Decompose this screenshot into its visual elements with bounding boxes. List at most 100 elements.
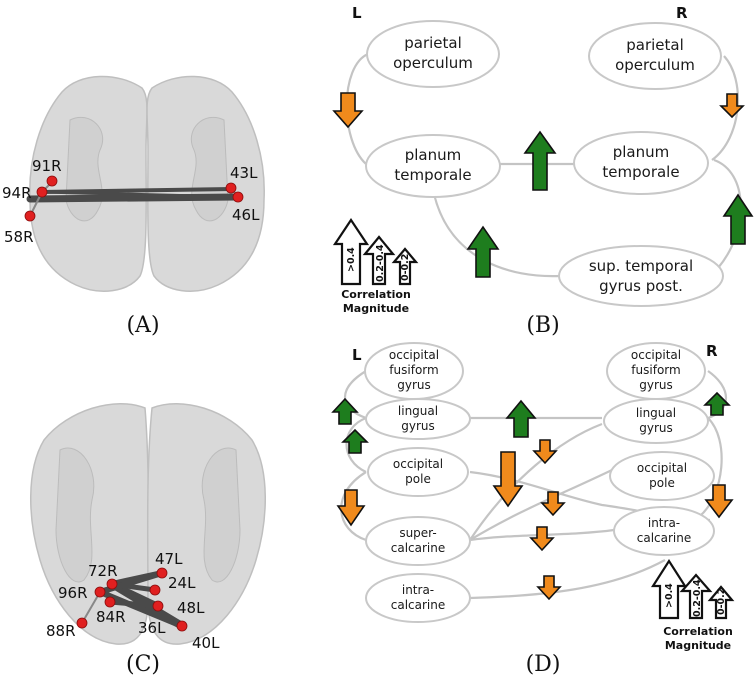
roi-label-40l: 40L bbox=[192, 634, 220, 652]
positive-arrow-large bbox=[466, 225, 500, 278]
legend-value-large: >0.4 bbox=[346, 247, 357, 272]
roi-node bbox=[152, 600, 164, 612]
legend-title-line: Magnitude bbox=[665, 639, 731, 652]
node-label-line: temporale bbox=[394, 166, 471, 184]
panel-b-right-side-label: R bbox=[676, 4, 688, 22]
panel-d-arrows bbox=[331, 391, 734, 601]
roi-label-46l: 46L bbox=[232, 206, 260, 224]
node-label-line: sup. temporal bbox=[589, 257, 693, 275]
roi-label-84r: 84R bbox=[96, 608, 126, 626]
node-label-line: calcarine bbox=[391, 541, 446, 555]
node-label-line: occipital bbox=[389, 348, 439, 362]
roi-node bbox=[94, 586, 106, 598]
node-label-line: fusiform bbox=[389, 363, 438, 377]
roi-label-24l: 24L bbox=[168, 574, 196, 592]
node-right-planum-temporale bbox=[573, 131, 709, 195]
panel-d-legend: >0.4 0.2-0.4 0-0.2 Correlation Magnitude bbox=[650, 558, 735, 652]
node-label-line: operculum bbox=[615, 56, 695, 74]
panel-b-nodes: parietal operculum parietal operculum pl… bbox=[365, 20, 724, 307]
negative-arrow-small bbox=[719, 93, 745, 119]
node-label-line: operculum bbox=[393, 54, 473, 72]
node-label-line: pole bbox=[405, 472, 431, 486]
roi-node bbox=[36, 186, 48, 198]
legend-value-medium: 0.2-0.4 bbox=[692, 579, 703, 617]
negative-arrow-medium bbox=[704, 484, 734, 519]
panel-d-nodes: occipital fusiform gyrus lingual gyrus o… bbox=[364, 342, 715, 623]
roi-label-48l: 48L bbox=[177, 599, 205, 617]
roi-label-58r: 58R bbox=[4, 228, 34, 246]
panel-d-right-side-label: R bbox=[706, 342, 718, 360]
legend-arrow-small bbox=[707, 585, 735, 620]
positive-arrow-large bbox=[523, 130, 557, 191]
node-label-line: calcarine bbox=[637, 531, 692, 545]
node-left-supercalcarine bbox=[365, 516, 471, 566]
negative-arrow-small bbox=[536, 575, 562, 601]
node-right-parietal-operculum bbox=[588, 22, 722, 90]
node-label-line: gyrus bbox=[639, 378, 673, 392]
legend-title-line: Magnitude bbox=[343, 302, 409, 315]
panel-b-label: (B) bbox=[526, 313, 559, 338]
roi-node bbox=[225, 182, 237, 194]
roi-node bbox=[24, 210, 36, 222]
negative-arrow-small bbox=[529, 526, 555, 552]
node-label-line: parietal bbox=[404, 34, 462, 52]
positive-arrow-small bbox=[703, 391, 731, 416]
node-label-line: occipital bbox=[637, 461, 687, 475]
legend-arrow-small bbox=[391, 247, 419, 286]
roi-node bbox=[76, 617, 88, 629]
node-left-occipital-pole bbox=[367, 447, 469, 497]
panel-a-brain-render bbox=[24, 75, 265, 292]
node-label-line: planum bbox=[613, 143, 670, 161]
node-label-line: gyrus bbox=[401, 419, 435, 433]
roi-label-94r: 94R bbox=[2, 184, 32, 202]
roi-node bbox=[156, 567, 168, 579]
panel-d-left-side-label: L bbox=[352, 346, 362, 364]
node-left-intracalcarine bbox=[365, 573, 471, 623]
legend-value-large: >0.4 bbox=[664, 583, 675, 608]
positive-arrow-large bbox=[722, 193, 754, 245]
node-label-line: gyrus bbox=[639, 421, 673, 435]
panel-c-label: (C) bbox=[126, 652, 160, 677]
legend-value-small: 0-0.2 bbox=[716, 588, 727, 615]
node-label-line: calcarine bbox=[391, 598, 446, 612]
legend-arrow-medium bbox=[362, 235, 396, 286]
legend-value-small: 0-0.2 bbox=[400, 254, 411, 281]
roi-node bbox=[46, 175, 58, 187]
roi-node bbox=[232, 191, 244, 203]
negative-arrow-small bbox=[532, 439, 558, 465]
node-label-line: gyrus bbox=[397, 378, 431, 392]
panel-b-left-side-label: L bbox=[352, 4, 362, 22]
positive-arrow-small bbox=[341, 428, 369, 454]
roi-label-72r: 72R bbox=[88, 562, 118, 580]
node-label-line: occipital bbox=[631, 348, 681, 362]
node-right-occipital-pole bbox=[609, 451, 715, 501]
node-label-line: gyrus post. bbox=[599, 277, 683, 295]
roi-label-47l: 47L bbox=[155, 550, 183, 568]
roi-label-43l: 43L bbox=[230, 164, 258, 182]
node-sup-temporal-gyrus-post bbox=[558, 245, 724, 307]
legend-title-line: Correlation bbox=[663, 625, 733, 638]
node-left-parietal-operculum bbox=[366, 20, 500, 88]
panel-c-brain-render bbox=[30, 403, 266, 645]
negative-arrow-small bbox=[540, 491, 566, 517]
node-label-line: temporale bbox=[602, 163, 679, 181]
node-label-line: pole bbox=[649, 476, 675, 490]
node-label-line: super- bbox=[399, 526, 436, 540]
roi-node bbox=[104, 596, 116, 608]
node-label-line: lingual bbox=[398, 404, 438, 418]
panel-b-legend: >0.4 0.2-0.4 0-0.2 Correlation Magnitude bbox=[332, 218, 419, 315]
node-label-line: occipital bbox=[393, 457, 443, 471]
node-right-lingual-gyrus bbox=[603, 398, 709, 444]
roi-node bbox=[176, 620, 188, 632]
node-label-line: planum bbox=[405, 146, 462, 164]
legend-arrow-large bbox=[650, 558, 688, 620]
node-label-line: parietal bbox=[626, 36, 684, 54]
negative-arrow-medium bbox=[332, 92, 364, 129]
node-label-line: intra- bbox=[402, 583, 434, 597]
legend-value-medium: 0.2-0.4 bbox=[375, 244, 386, 282]
roi-node bbox=[106, 578, 118, 590]
positive-arrow-medium bbox=[505, 399, 537, 438]
legend-arrow-medium bbox=[679, 573, 713, 620]
panel-a-label: (A) bbox=[126, 313, 159, 338]
